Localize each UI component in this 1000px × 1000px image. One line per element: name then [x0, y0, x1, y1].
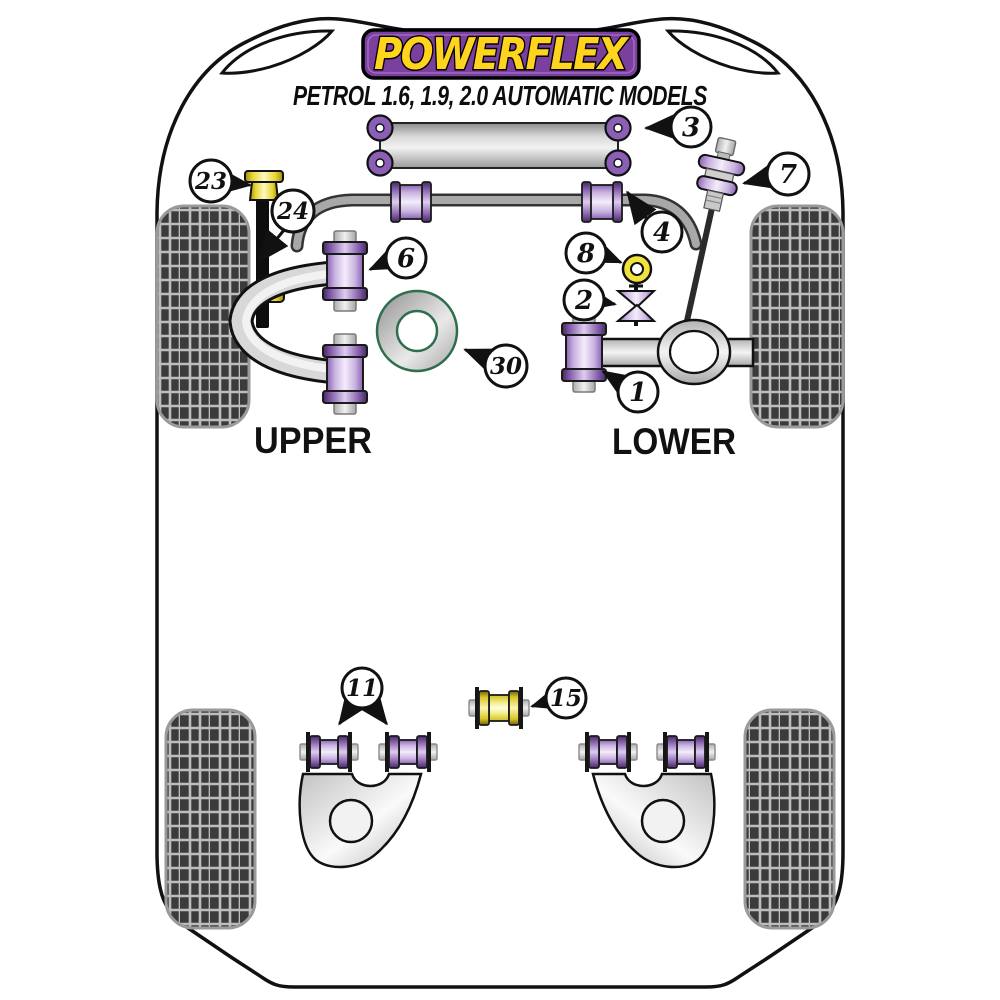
callout-23: 23 [188, 158, 252, 204]
callout-8: 8 [564, 231, 623, 275]
model-subtitle: PETROL 1.6, 1.9, 2.0 AUTOMATIC MODELS [293, 80, 708, 111]
rear-right-tire [743, 708, 836, 930]
lower-label: LOWER [612, 421, 736, 462]
left-mirror-shape [219, 29, 336, 75]
svg-text:8: 8 [576, 239, 595, 269]
lower-arm-bush [561, 311, 607, 393]
callout-6: 6 [368, 236, 428, 280]
svg-text:15: 15 [550, 685, 582, 712]
ring-bush-30 [375, 289, 459, 373]
svg-text:6: 6 [397, 244, 415, 274]
svg-text:2: 2 [574, 286, 593, 316]
svg-text:23: 23 [194, 168, 227, 195]
shock-upper-bush [244, 170, 284, 201]
rear-arm-right [578, 731, 716, 869]
callout-7: 7 [742, 151, 811, 197]
callout-3: 3 [644, 105, 713, 149]
washer-bush-8 [621, 253, 653, 285]
front-strut [681, 136, 746, 336]
right-mirror-shape [664, 29, 781, 75]
logo-text: POWERFLEX [374, 29, 630, 80]
callout-1: 1 [601, 370, 660, 414]
front-right-tire [749, 204, 845, 429]
svg-text:30: 30 [490, 353, 522, 380]
tires [155, 204, 845, 930]
powerflex-logo: POWERFLEX ® [361, 28, 643, 89]
arb-bush-left [390, 181, 432, 223]
callout-30: 30 [463, 343, 529, 389]
arb-bush-right [581, 181, 623, 223]
svg-text:3: 3 [682, 113, 700, 143]
rear-left-tire [164, 708, 257, 930]
front-subframe [366, 114, 632, 177]
svg-text:11: 11 [346, 675, 378, 702]
upper-label: UPPER [254, 420, 372, 461]
registered-mark: ® [632, 76, 643, 89]
callout-4: 4 [626, 190, 684, 254]
callout-2: 2 [562, 278, 617, 322]
rear-arm-left [298, 731, 438, 869]
callout-11: 11 [338, 666, 388, 726]
upper-wishbone [228, 230, 368, 415]
svg-text:4: 4 [653, 218, 671, 248]
svg-text:24: 24 [276, 198, 309, 225]
lower-arm [561, 311, 755, 393]
svg-text:7: 7 [779, 160, 797, 190]
callouts: 3 7 23 24 4 8 [188, 105, 811, 726]
callout-24: 24 [257, 188, 316, 264]
cone-bush-2 [615, 283, 657, 326]
callout-15: 15 [530, 676, 588, 720]
upper-arm-bush-top [322, 230, 368, 312]
subframe-mount-bushes [366, 114, 632, 177]
upper-arm-bush-bottom [322, 333, 368, 415]
svg-text:1: 1 [629, 378, 647, 408]
